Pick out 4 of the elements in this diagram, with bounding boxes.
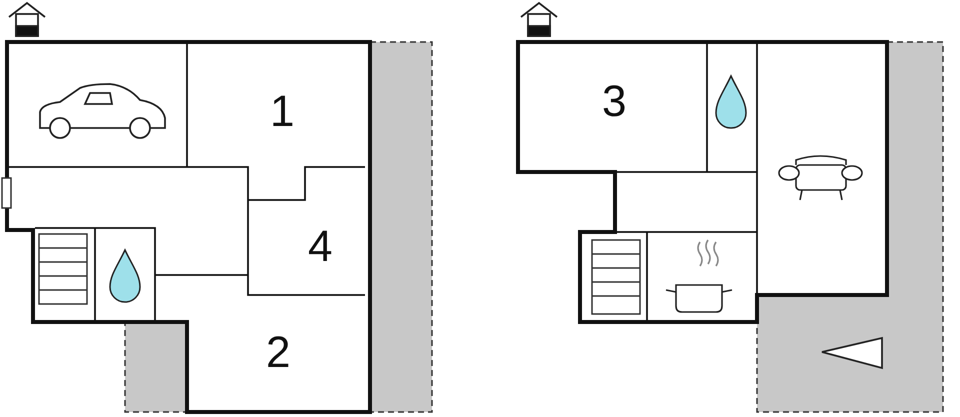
room-number: 3 [602, 80, 626, 124]
room-number: 1 [270, 90, 294, 134]
room-number: 4 [308, 225, 332, 269]
room-number: 2 [266, 331, 290, 375]
